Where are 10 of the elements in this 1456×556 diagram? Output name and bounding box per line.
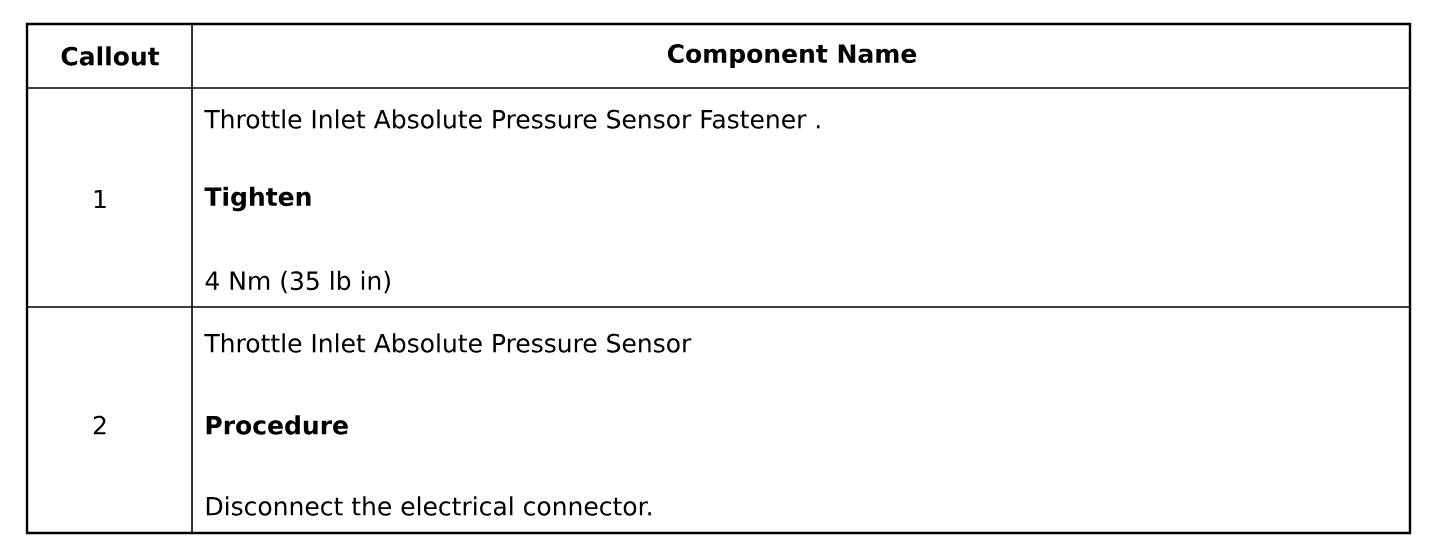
column-header: Component Name bbox=[667, 44, 917, 68]
instruction-text: Disconnect the electrical connector. bbox=[206, 496, 651, 516]
callout-number: 1 bbox=[94, 189, 106, 209]
step-heading: Procedure bbox=[206, 415, 348, 435]
column-header: Callout bbox=[61, 46, 160, 66]
component-name: Throttle Inlet Absolute Pressure Sensor bbox=[204, 333, 692, 353]
callout-number: 2 bbox=[93, 415, 106, 435]
component-name: Throttle Inlet Absolute Pressure Sensor Fastener . bbox=[204, 109, 820, 129]
step-heading: Tighten bbox=[204, 186, 311, 212]
torque-value: 4 Nm (35 lb in) bbox=[205, 270, 390, 294]
